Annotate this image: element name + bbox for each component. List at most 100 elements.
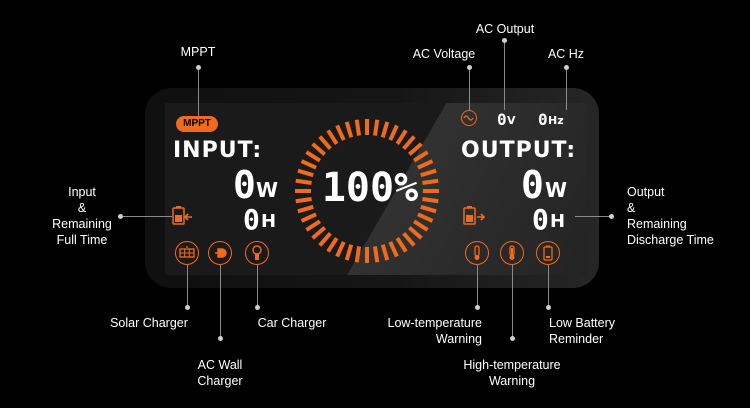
input-title: INPUT: bbox=[173, 138, 263, 163]
ring-tick bbox=[408, 142, 423, 156]
output-hours-unit: H bbox=[550, 211, 566, 232]
ac-hz-leader bbox=[566, 67, 567, 110]
low-temp-label: Low-temperature Warning bbox=[387, 316, 483, 346]
low-battery-icon bbox=[536, 241, 560, 265]
ring-tick bbox=[305, 219, 321, 232]
input-watts-unit: W bbox=[256, 178, 279, 202]
output-remaining-label: Output & Remaining Discharge Time bbox=[627, 185, 714, 247]
low-battery-label: Low Battery Reminder bbox=[549, 316, 616, 346]
ac-output-leader bbox=[504, 40, 505, 110]
ring-tick bbox=[408, 226, 423, 240]
ring-tick bbox=[295, 196, 312, 204]
ac-wall-dot bbox=[218, 336, 223, 341]
ring-tick bbox=[417, 212, 434, 223]
ring-tick bbox=[326, 129, 339, 145]
output-title: OUTPUT: bbox=[461, 138, 577, 163]
ring-tick bbox=[295, 178, 312, 186]
low-temp-leader bbox=[477, 265, 478, 307]
ring-tick bbox=[372, 246, 380, 263]
ring-tick bbox=[388, 241, 399, 258]
ring-tick bbox=[300, 159, 317, 170]
car-charger-icon bbox=[245, 241, 269, 265]
ring-tick bbox=[413, 219, 429, 232]
ac-voltage-value: 0 bbox=[497, 110, 507, 129]
ac-output-dot bbox=[502, 38, 507, 43]
ac-hz-label: AC Hz bbox=[547, 47, 585, 61]
ring-tick bbox=[380, 121, 390, 138]
ring-tick bbox=[420, 204, 437, 214]
car-leader bbox=[257, 265, 258, 307]
output-battery-icon bbox=[463, 205, 489, 230]
ring-tick bbox=[297, 204, 314, 214]
low-temp-dot bbox=[475, 305, 480, 310]
ring-tick bbox=[300, 212, 317, 223]
mppt-dot bbox=[196, 65, 201, 70]
ac-wall-charger-icon bbox=[208, 241, 232, 265]
ring-tick bbox=[388, 124, 399, 141]
ring-tick bbox=[380, 244, 390, 261]
ring-tick bbox=[344, 244, 354, 261]
battery-percent: 100% bbox=[321, 165, 419, 211]
high-temp-leader bbox=[512, 265, 513, 338]
ring-tick bbox=[311, 142, 326, 156]
ac-voltage-leader bbox=[469, 67, 470, 110]
output-watts-value: 0 bbox=[521, 163, 544, 207]
ring-tick bbox=[335, 124, 346, 141]
ring-tick bbox=[326, 237, 339, 253]
solar-dot bbox=[185, 305, 190, 310]
ac-hz-value: 0 bbox=[538, 110, 548, 129]
input-dot bbox=[118, 214, 123, 219]
ring-tick bbox=[297, 168, 314, 178]
ring-tick bbox=[422, 178, 439, 186]
ac-voltage-unit: V bbox=[507, 114, 516, 127]
ring-tick bbox=[354, 246, 362, 263]
battery-ring bbox=[295, 119, 439, 263]
output-hours-value: 0 bbox=[532, 203, 549, 236]
high-temperature-icon bbox=[500, 241, 524, 265]
input-watts-value: 0 bbox=[233, 163, 256, 207]
solar-leader bbox=[187, 265, 188, 307]
output-leader bbox=[575, 216, 611, 217]
car-charger-label: Car Charger bbox=[257, 316, 327, 330]
ring-tick bbox=[318, 232, 332, 247]
mppt-badge: MPPT bbox=[176, 116, 218, 132]
low-battery-leader bbox=[548, 265, 549, 307]
output-dot bbox=[609, 214, 614, 219]
ring-tick bbox=[311, 226, 326, 240]
input-leader bbox=[120, 216, 172, 217]
ac-hz-dot bbox=[564, 65, 569, 70]
low-battery-dot bbox=[546, 305, 551, 310]
input-remaining-label: Input & Remaining Full Time bbox=[52, 185, 112, 247]
ring-tick bbox=[402, 135, 416, 150]
ring-tick bbox=[402, 232, 416, 247]
input-battery-icon bbox=[172, 205, 194, 230]
ring-tick bbox=[372, 119, 380, 136]
ring-tick bbox=[318, 135, 332, 150]
ac-voltage-label: AC Voltage bbox=[412, 47, 476, 61]
mppt-label: MPPT bbox=[180, 45, 216, 59]
ac-wave-icon bbox=[461, 110, 477, 126]
ring-tick bbox=[417, 159, 434, 170]
ring-tick bbox=[344, 121, 354, 138]
ac-wall-leader bbox=[220, 265, 221, 338]
car-dot bbox=[255, 305, 260, 310]
ring-tick bbox=[395, 129, 408, 145]
ring-tick bbox=[413, 150, 429, 163]
solar-charger-icon bbox=[175, 241, 199, 265]
ac-wall-charger-label: AC Wall Charger bbox=[197, 358, 243, 388]
ring-tick bbox=[420, 168, 437, 178]
mppt-leader bbox=[198, 67, 199, 116]
input-hours-value: 0 bbox=[243, 203, 260, 236]
high-temp-label: High-temperature Warning bbox=[463, 358, 561, 388]
solar-charger-label: Solar Charger bbox=[110, 316, 188, 330]
ac-output-label: AC Output bbox=[475, 22, 535, 36]
ac-hz-unit: Hz bbox=[548, 114, 564, 127]
high-temp-dot bbox=[510, 336, 515, 341]
ac-voltage-dot bbox=[467, 65, 472, 70]
ring-tick bbox=[422, 196, 439, 204]
ring-tick bbox=[335, 241, 346, 258]
input-hours-unit: H bbox=[261, 211, 277, 232]
ring-tick bbox=[395, 237, 408, 253]
ring-tick bbox=[305, 150, 321, 163]
low-temperature-icon bbox=[465, 241, 489, 265]
